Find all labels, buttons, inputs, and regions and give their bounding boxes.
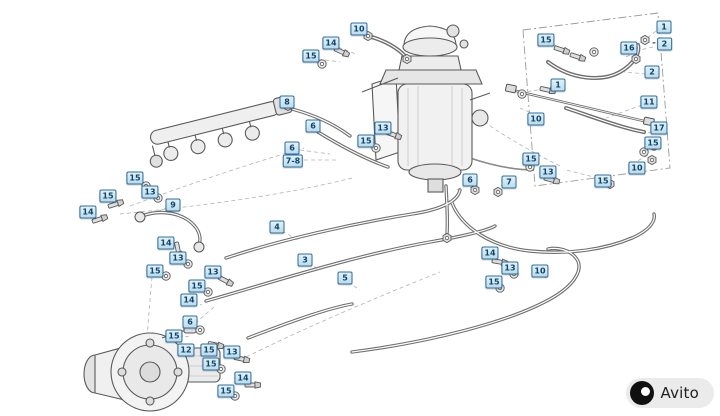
avito-logo-icon <box>629 381 654 405</box>
watermark-badge: Avito <box>625 378 714 408</box>
fuel-filter-assembly <box>361 24 491 193</box>
injection-pump <box>83 323 221 412</box>
fuel-lines <box>134 34 657 354</box>
watermark-brand-text: Avito <box>660 384 699 402</box>
group-boundary <box>522 12 671 187</box>
fuel-rail <box>149 95 293 168</box>
